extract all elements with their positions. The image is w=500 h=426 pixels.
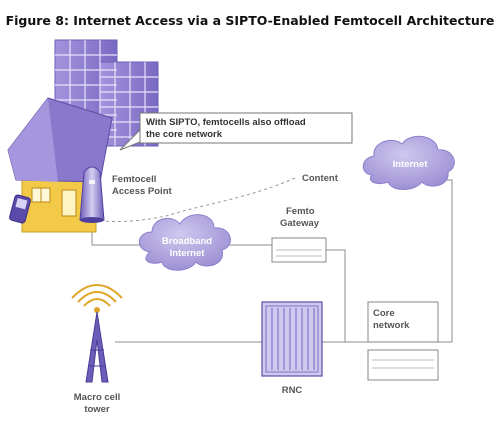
core-label-line2: network <box>373 320 410 331</box>
figure-title: Figure 8: Internet Access via a SIPTO-En… <box>6 13 495 28</box>
rnc-equipment <box>261 301 323 377</box>
content-label: Content <box>302 173 339 184</box>
femto-gateway-label-line1: Femto <box>286 206 315 217</box>
macro-cell-tower-icon <box>71 284 123 383</box>
core-label-line1: Core <box>373 308 395 319</box>
sipto-callout: With SIPTO, femtocells also offload the … <box>119 112 353 151</box>
broadband-label-line2: Internet <box>170 248 206 259</box>
callout-line2: the core network <box>146 129 223 140</box>
femto-gateway-label-line2: Gateway <box>280 218 320 229</box>
callout-line1: With SIPTO, femtocells also offload <box>146 117 306 128</box>
internet-cloud: Internet <box>362 135 455 190</box>
femtocell-ap-label-line1: Femtocell <box>112 174 156 185</box>
macro-tower-label-line2: tower <box>84 404 110 415</box>
macro-tower-label-line1: Macro cell <box>74 392 120 403</box>
broadband-label-line1: Broadband <box>162 236 212 247</box>
house <box>7 97 113 233</box>
broadband-internet-cloud: Broadband Internet <box>138 214 231 271</box>
internet-label: Internet <box>393 159 429 170</box>
core-network-box: Core network <box>367 301 439 381</box>
mobile-phone-icon <box>9 194 31 224</box>
rnc-label: RNC <box>282 385 303 396</box>
femtocell-access-point-icon <box>79 166 105 223</box>
femtocell-ap-label-line2: Access Point <box>112 186 172 197</box>
femto-gateway-box <box>271 237 327 263</box>
